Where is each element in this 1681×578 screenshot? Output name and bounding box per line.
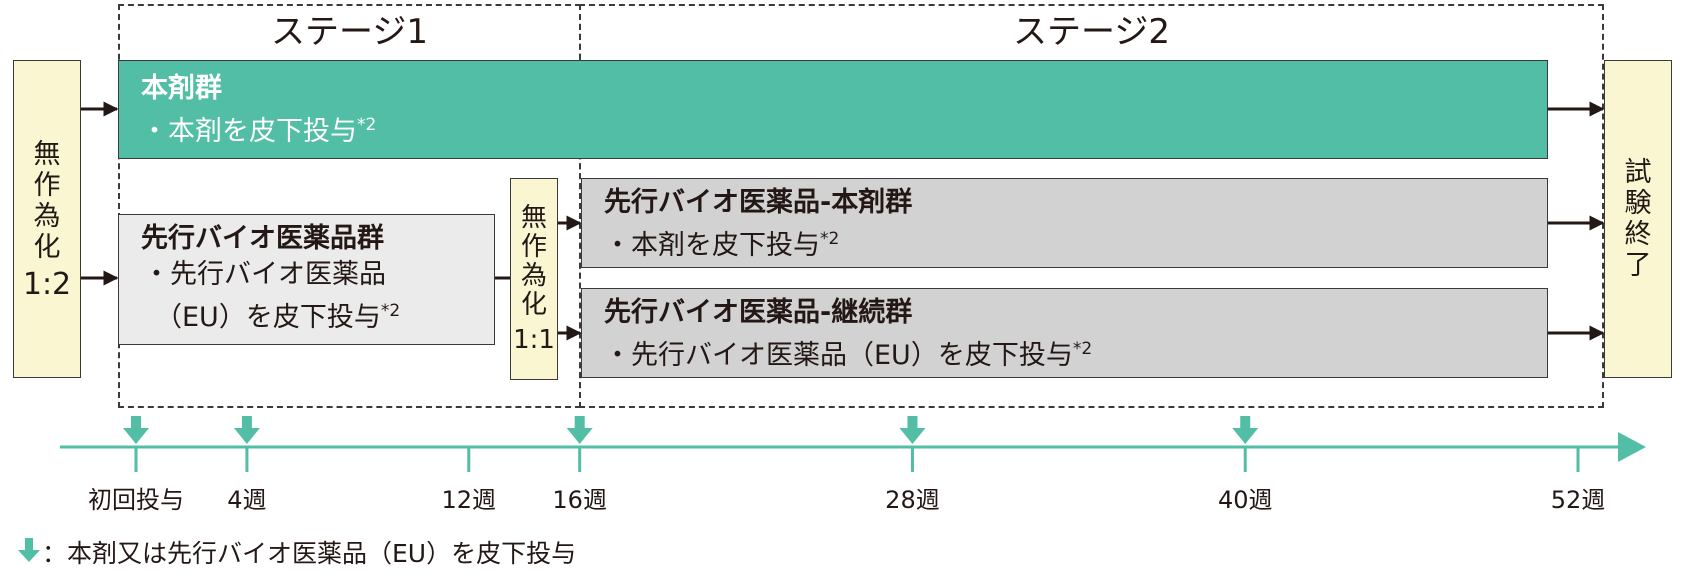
randomization-char: 化 [33, 231, 61, 263]
randomization-box-second: 無 作 為 化 1:1 [510, 178, 558, 380]
timeline-tick-label: 28週 [885, 486, 940, 514]
randomization-char: 作 [33, 169, 61, 201]
dose-marker-icon [233, 416, 260, 444]
arm-switch-detail: ・本剤を皮下投与*2 [604, 221, 1547, 264]
randomization-char: 作 [520, 231, 547, 262]
arm-reference-title: 先行バイオ医薬品群 [141, 223, 384, 254]
timeline-tick-label: 12週 [441, 486, 497, 514]
down-arrow-icon [18, 538, 40, 562]
stage1-label: ステージ1 [271, 12, 428, 52]
randomization-char: 無 [520, 202, 547, 233]
arm-main-detail-text: ・本剤を皮下投与 [141, 116, 357, 147]
trial-end-char: 験 [1624, 188, 1652, 219]
arm-continue-detail-text: ・先行バイオ医薬品（EU）を皮下投与 [604, 340, 1073, 371]
randomization-ratio: 1:2 [22, 266, 72, 302]
randomization-ratio: 1:1 [513, 324, 555, 355]
arm-continue-detail: ・先行バイオ医薬品（EU）を皮下投与*2 [604, 331, 1547, 374]
arm-main: 本剤群 ・本剤を皮下投与*2 [118, 60, 1548, 159]
trial-end-char: 試 [1624, 157, 1652, 188]
stage2-label: ステージ2 [1013, 12, 1170, 52]
footnote-mark: *2 [1072, 339, 1093, 359]
footnote-mark: *2 [820, 229, 840, 249]
stage2-frame [579, 4, 1604, 408]
arm-main-title: 本剤群 [141, 73, 222, 104]
footnote-mark: *2 [380, 301, 401, 321]
arm-reference: 先行バイオ医薬品群 ・先行バイオ医薬品 （EU）を皮下投与*2 [118, 214, 495, 345]
randomization-char: 為 [520, 260, 547, 291]
arm-switch-title: 先行バイオ医薬品-本剤群 [604, 187, 913, 218]
timeline-tick-label: 52週 [1550, 486, 1606, 514]
dose-marker-icon [899, 416, 926, 444]
randomization-char: 無 [33, 138, 61, 170]
footnote-mark: *2 [357, 115, 377, 135]
arm-reference-detail-1: ・先行バイオ医薬品 [143, 259, 386, 290]
trial-end-box: 試 験 終 了 [1604, 60, 1672, 378]
timeline-arrowhead [1618, 432, 1646, 462]
arm-continue-title: 先行バイオ医薬品-継続群 [604, 297, 913, 328]
arm-switch-detail-text: ・本剤を皮下投与 [604, 230, 820, 261]
arm-main-detail: ・本剤を皮下投与*2 [141, 107, 1547, 150]
timeline-tick-label: 16週 [552, 486, 607, 514]
randomization-box-main: 無 作 為 化 1:2 [13, 60, 81, 378]
trial-end-char: 終 [1624, 219, 1652, 250]
dose-marker-icon [566, 416, 593, 444]
timeline-tick-label: 4週 [227, 486, 267, 514]
legend-text: ：本剤又は先行バイオ医薬品（EU）を皮下投与 [42, 539, 577, 568]
timeline-tick-label: 初回投与 [88, 486, 184, 514]
arm-reference-detail-2-text: （EU）を皮下投与 [155, 302, 381, 333]
arm-switch: 先行バイオ医薬品-本剤群 ・本剤を皮下投与*2 [581, 178, 1548, 268]
trial-end-char: 了 [1624, 250, 1652, 281]
randomization-char: 為 [33, 200, 61, 232]
randomization-char: 化 [520, 289, 547, 320]
dose-marker-icon [123, 416, 149, 444]
timeline-tick-label: 40週 [1217, 486, 1273, 514]
arm-continue: 先行バイオ医薬品-継続群 ・先行バイオ医薬品（EU）を皮下投与*2 [581, 288, 1548, 378]
arm-reference-detail-2: （EU）を皮下投与*2 [141, 293, 494, 336]
dose-marker-icon [1232, 416, 1259, 444]
